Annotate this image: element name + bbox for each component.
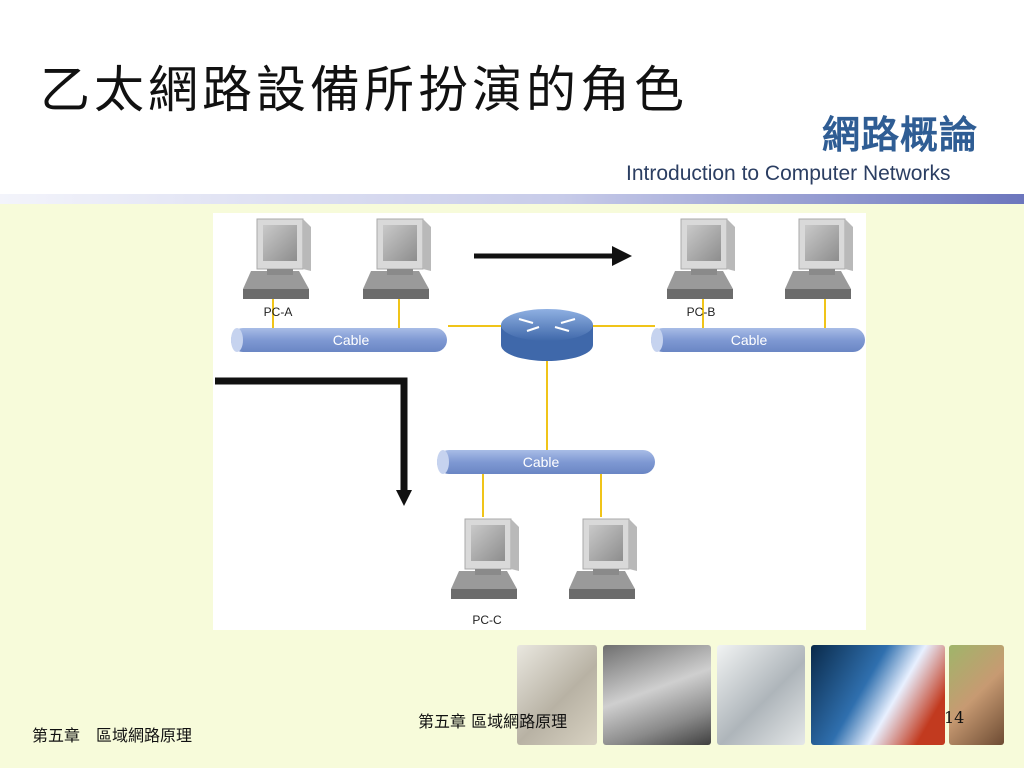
pc-label-c: PC-C (472, 613, 502, 627)
decorative-photo-strip (517, 645, 1004, 745)
computer-icon (242, 218, 312, 300)
router-icon (501, 309, 593, 361)
computer-icon (362, 218, 432, 300)
photo-hardware (717, 645, 805, 745)
footer-chapter-label: 第五章 區域網路原理 (32, 726, 193, 745)
cable-label-right: Cable (731, 332, 768, 348)
cable-bottom: Cable (437, 450, 655, 474)
footer-center-label: 第五章 區域網路原理 (418, 712, 568, 731)
photo-network-cable (811, 645, 945, 745)
photo-smiling-person (949, 645, 1004, 745)
computer-icon (450, 518, 520, 600)
photo-person-phone (517, 645, 597, 745)
course-logo-chinese: 網路概論 (822, 113, 979, 157)
slide-title: 乙太網路設備所扮演的角色 (40, 61, 688, 119)
course-logo-english: Introduction to Computer Networks (626, 162, 951, 185)
pc-label-b: PC-B (687, 305, 716, 319)
cable-label-bottom: Cable (523, 454, 560, 470)
cable-label-left: Cable (333, 332, 370, 348)
page-number: 14 (944, 708, 965, 727)
computer-icon (666, 218, 736, 300)
computer-icon (568, 518, 638, 600)
pc-label-a: PC-A (264, 305, 293, 319)
photo-laptop (603, 645, 711, 745)
cable-left: Cable (231, 328, 447, 352)
network-diagram: Cable Cable Cable PC-A PC-B (213, 213, 866, 630)
computer-icon (784, 218, 854, 300)
header-divider (0, 194, 1024, 204)
slide-header: 乙太網路設備所扮演的角色 網路概論 Introduction to Comput… (0, 0, 1024, 200)
cable-right: Cable (651, 328, 865, 352)
